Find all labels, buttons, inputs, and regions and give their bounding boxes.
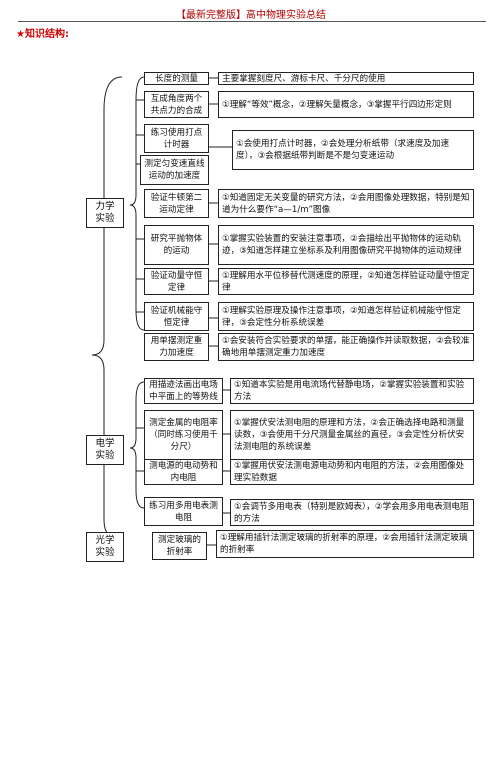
exp-name-timer: 练习使用打点计时器: [144, 124, 209, 153]
exp-name-momentum: 验证动量守恒定律: [144, 268, 209, 295]
exp-name-projectile: 研究平抛物体的运动: [144, 225, 209, 265]
page-header: 【最新完整版】高中物理实验总结: [176, 10, 326, 21]
exp-desc-projectile: ①掌握实验装置的安装注意事项，②会描绘出平抛物体的运动轨迹，③知道怎样建立坐标系…: [218, 225, 474, 265]
exp-name-refraction: 测定玻璃的折射率: [152, 532, 207, 560]
exp-name-resistivity: 测定金属的电阻率（同时练习使用千分尺）: [144, 410, 223, 460]
exp-name-emf: 测电源的电动势和内电阻: [144, 459, 223, 485]
header-rule: [18, 21, 486, 22]
exp-desc-pendulum: ①会安装符合实验要求的单摆，能正确操作并读取数据，②会较准确地用单摆测定重力加速…: [218, 333, 474, 361]
exp-desc-newton: ①知道固定无关变量的研究方法，②会用图像处理数据，特别是知道为什么要作“a—1/…: [218, 189, 474, 218]
section-title: ★知识结构:: [16, 29, 69, 40]
exp-name-multimeter: 练习用多用电表测电阻: [144, 497, 223, 526]
exp-desc-resistivity: ①掌握伏安法测电阻的原理和方法，②会正确选择电路和测量读数，③会使用千分尺测量金…: [230, 410, 474, 460]
exp-name-force-composition: 互成角度两个共点力的合成: [144, 91, 209, 118]
exp-desc-multimeter: ①会调节多用电表（特别是欧姆表），②学会用多用电表测电阻的方法: [230, 499, 474, 526]
exp-desc-timer: ①会使用打点计时器，②会处理分析纸带（求速度及加速度），③会根据纸带判断是不是匀…: [232, 130, 474, 170]
exp-name-energy: 验证机械能守恒定律: [144, 302, 209, 331]
exp-name-length: 长度的测量: [144, 72, 209, 85]
exp-desc-momentum: ①理解用水平位移替代测速度的原理，②知道怎样验证动量守恒定律: [218, 268, 474, 295]
exp-desc-refraction: ①理解用插针法测定玻璃的折射率的原理，②会用插针法测定玻璃的折射率: [216, 530, 474, 558]
exp-name-equipotential: 用描迹法画出电场中平面上的等势线: [144, 378, 223, 404]
group-mechanics: 力学 实验: [86, 198, 124, 228]
exp-name-pendulum: 用单摆测定重力加速度: [144, 333, 209, 361]
exp-desc-emf: ①掌握用伏安法测电源电动势和内电阻的方法，②会用图像处理实验数据: [230, 459, 474, 485]
exp-desc-equipotential: ①知道本实验是用电流场代替静电场，②掌握实验装置和实验方法: [230, 378, 474, 404]
exp-desc-energy: ①理解实验原理及操作注意事项，②知道怎样验证机械能守恒定律，③会定性分析系统误差: [218, 302, 474, 331]
exp-name-newton: 验证牛顿第二运动定律: [144, 189, 209, 218]
group-electricity: 电学 实验: [86, 435, 124, 465]
group-optics: 光学 实验: [86, 532, 124, 562]
exp-desc-force-composition: ①理解“等效”概念，②理解矢量概念，③掌握平行四边形定则: [218, 91, 474, 118]
exp-name-acceleration: 测定匀变速直线运动的加速度: [140, 155, 209, 185]
exp-desc-length: 主要掌握刻度尺、游标卡尺、千分尺的使用: [218, 72, 474, 85]
